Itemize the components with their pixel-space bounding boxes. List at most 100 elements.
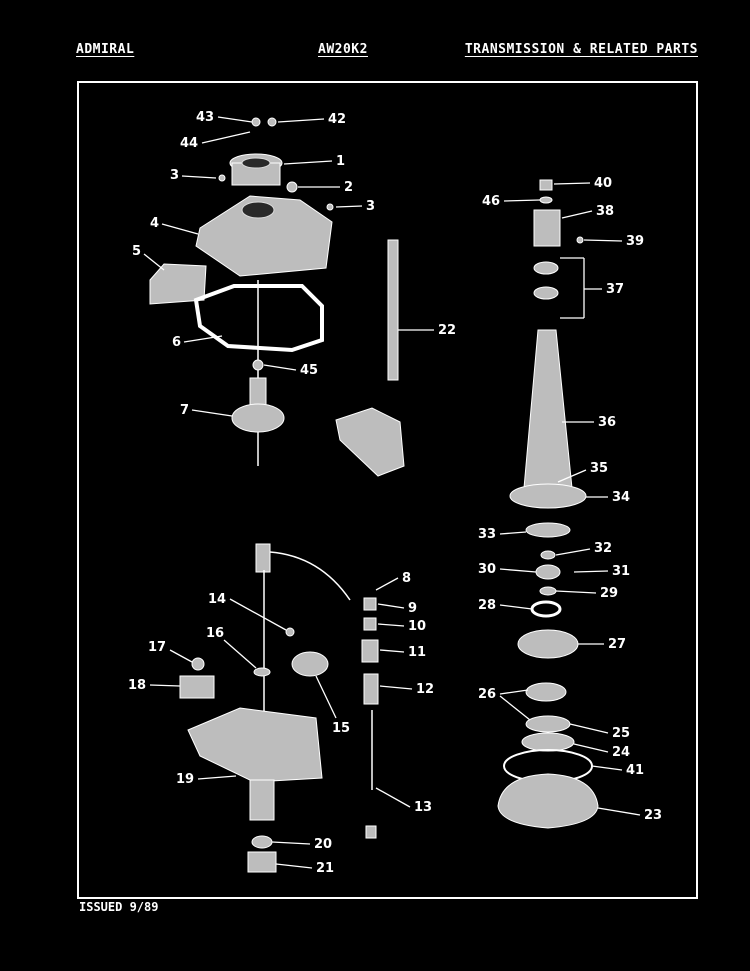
part-23-base [497,773,599,829]
part-25 [525,715,571,733]
callout-22: 22 [438,323,456,338]
diagram-frame [77,81,698,899]
part-40 [539,179,553,191]
callout-5: 5 [132,244,141,259]
callout-24: 24 [612,745,630,760]
leader-8 [375,577,399,591]
leader-12 [379,685,413,690]
callout-3b: 3 [366,199,375,214]
callout-15: 15 [332,721,350,736]
callout-33: 33 [478,527,496,542]
callout-32: 32 [594,541,612,556]
part-43 [251,117,261,127]
header-model: AW20K2 [318,42,368,57]
leader-21 [275,863,313,869]
leader-26a [499,689,529,695]
leader-4 [161,223,199,235]
leader-29 [555,590,597,594]
leader-41 [591,765,623,771]
leader-35 [557,469,587,483]
leader-39 [583,239,623,242]
part-20 [251,835,273,849]
leader-18 [149,684,181,687]
leader-5 [143,253,165,271]
leader-19 [197,775,237,780]
leader-26b [499,695,531,721]
part-45 [252,359,264,371]
callout-2: 2 [344,180,353,195]
part-36-tube [523,329,573,489]
callout-23: 23 [644,808,662,823]
leader-1 [283,160,333,165]
part-37a [533,261,559,275]
callout-43: 43 [196,110,214,125]
callout-20: 20 [314,837,332,852]
part-cover-boss [241,201,275,219]
header-section: TRANSMISSION & RELATED PARTS [464,42,698,57]
leader-13 [375,787,411,808]
callout-34: 34 [612,490,630,505]
part-27 [517,629,579,659]
callout-28: 28 [478,598,496,613]
callout-6: 6 [172,335,181,350]
part-cover [195,195,333,277]
callout-42: 42 [328,112,346,127]
part-34-flange [509,483,587,509]
part-9 [363,597,377,611]
callouts: 43 42 44 1 3 2 3 4 5 6 45 7 22 40 46 38 … [128,110,662,876]
callout-39: 39 [626,234,644,249]
callout-31: 31 [612,564,630,579]
leader-45 [263,364,297,371]
callout-10: 10 [408,619,426,634]
callout-14: 14 [208,592,226,607]
part-14 [285,627,295,637]
leader-40 [553,182,591,185]
part-30 [535,564,561,580]
callout-38: 38 [596,204,614,219]
leader-25 [569,723,609,734]
part-3b [326,203,334,211]
part-38 [533,209,561,247]
callout-3a: 3 [170,168,179,183]
leader-30 [499,568,537,573]
callout-12: 12 [416,682,434,697]
part-16 [253,667,271,677]
callout-40: 40 [594,176,612,191]
part-42 [267,117,277,127]
leader-38 [561,210,593,219]
callout-41: 41 [626,763,644,778]
footer-issued: ISSUED 9/89 [79,900,159,914]
part-shaft-top [255,543,271,573]
part-10 [363,617,377,631]
leader-7 [191,409,233,417]
callout-27: 27 [608,637,626,652]
leader-28 [499,604,533,610]
callout-1: 1 [336,154,345,169]
gear-case-cover-group [149,117,405,477]
callout-11: 11 [408,645,426,660]
part-19-stem [249,779,275,821]
part-shift-wire [269,551,351,601]
callout-45: 45 [300,363,318,378]
callout-46: 46 [482,194,500,209]
leader-3a [181,175,217,179]
part-2 [286,181,298,193]
shaft-assembly-group [497,179,599,829]
callout-13: 13 [414,800,432,815]
leader-20 [271,841,311,845]
leader-42 [277,118,325,123]
callout-8: 8 [402,571,411,586]
leader-43 [217,116,253,123]
leader-3b [335,205,363,208]
leader-16 [223,639,257,669]
callout-36: 36 [598,415,616,430]
part-22-bracket [335,407,405,477]
callout-37: 37 [606,282,624,297]
callout-7: 7 [180,403,189,418]
leader-11 [379,649,405,653]
callout-25: 25 [612,726,630,741]
leader-9 [377,603,405,609]
leader-33 [499,531,527,535]
part-22-rod [387,239,399,381]
